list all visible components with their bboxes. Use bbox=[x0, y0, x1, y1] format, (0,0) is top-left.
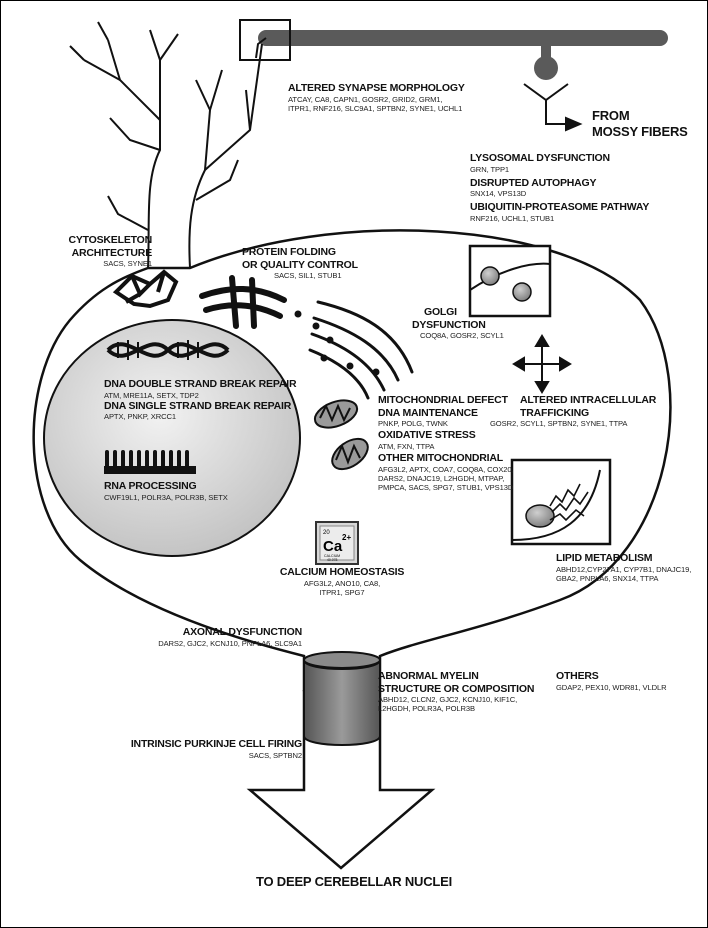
dsb-title: DNA DOUBLE STRAND BREAK REPAIR bbox=[104, 378, 297, 390]
mito-dna-line2: DNA MAINTENANCE bbox=[378, 406, 478, 419]
lysosomal-title: LYSOSOMAL DYSFUNCTION bbox=[470, 152, 610, 164]
calcium-element-tile: 20 Ca 2+ CALCIUM 40.078 bbox=[315, 521, 359, 565]
calcium-title: CALCIUM HOMEOSTASIS bbox=[279, 566, 405, 578]
rna-label: RNA PROCESSING CWF19L1, POLR3A, POLR3B, … bbox=[104, 480, 228, 502]
ca-tile-charge: 2+ bbox=[342, 533, 351, 542]
axonal-genes: DARS2, GJC2, KCNJ10, PNPLA6, SLC9A1 bbox=[158, 638, 302, 648]
axonal-title: AXONAL DYSFUNCTION bbox=[182, 626, 302, 638]
dsb-genes: ATM, MRE11A, SETX, TDP2 bbox=[104, 390, 199, 400]
folding-line1: PROTEIN FOLDING bbox=[242, 246, 336, 258]
ubiquitin-genes: RNF216, UCHL1, STUB1 bbox=[470, 214, 555, 223]
myelin-genes-1: ABHD12, CLCN2, GJC2, KCNJ10, KIF1C, bbox=[378, 695, 518, 705]
dendritic-tree bbox=[69, 21, 263, 269]
oxidative-title: OXIDATIVE STRESS bbox=[378, 429, 476, 442]
lysosome-box bbox=[468, 244, 552, 318]
rna-icon bbox=[104, 450, 196, 474]
ca-tile-symbol: Ca bbox=[323, 538, 343, 555]
golgi-line1: GOLGI bbox=[424, 306, 457, 318]
mito-dna-line1: MITOCHONDRIAL DEFECT bbox=[378, 394, 508, 406]
deep-nuclei-title: TO DEEP CEREBELLAR NUCLEI bbox=[255, 874, 453, 889]
others-label: OTHERS GDAP2, PEX10, WDR81, VLDLR bbox=[556, 670, 667, 692]
cytoskeleton-title: CYTOSKELETON ARCHITECTURE bbox=[68, 234, 152, 259]
mito-dna-genes: PNKP, POLG, TWNK bbox=[378, 419, 448, 429]
trafficking-arrows-icon bbox=[512, 334, 572, 394]
synapse-genes-1: ATCAY, CA8, CAPN1, GOSR2, GRID2, GRM1, bbox=[288, 94, 443, 104]
rna-title: RNA PROCESSING bbox=[104, 480, 197, 492]
lipid-label: LIPID METABOLISM ABHD12,CYP27A1, CYP7B1,… bbox=[556, 552, 691, 583]
autophagy-genes: SNX14, VPS13D bbox=[470, 189, 527, 199]
trafficking-label: ALTERED INTRACELLULAR TRAFFICKING GOSR2,… bbox=[490, 394, 656, 428]
autophagy-title: DISRUPTED AUTOPHAGY bbox=[470, 176, 597, 189]
lipid-title: LIPID METABOLISM bbox=[556, 552, 653, 564]
others-title: OTHERS bbox=[556, 670, 599, 682]
er-folding-icon bbox=[199, 275, 287, 329]
myelin-line2: STRUCTURE OR COMPOSITION bbox=[378, 682, 535, 695]
axonal-label: AXONAL DYSFUNCTION DARS2, GJC2, KCNJ10, … bbox=[140, 626, 302, 648]
dna-helix-icon bbox=[106, 342, 230, 358]
spine-icon bbox=[255, 37, 267, 59]
other-mito-genes-1: AFG3L2, APTX, COA7, COQ8A, COX20, bbox=[378, 464, 514, 474]
golgi-icon bbox=[308, 300, 414, 400]
other-mito-title: OTHER MITOCHONDRIAL bbox=[378, 452, 503, 464]
calcium-genes-2: ITPR1, SPG7 bbox=[319, 587, 365, 597]
ca-tile-number: 20 bbox=[323, 530, 330, 536]
purkinje-firing-label: INTRINSIC PURKINJE CELL FIRING SACS, SPT… bbox=[120, 738, 302, 760]
degradation-labels: LYSOSOMAL DYSFUNCTION GRN, TPP1 DISRUPTE… bbox=[470, 152, 649, 223]
mossy-fiber-terminal bbox=[523, 83, 583, 132]
mossy-line1: FROM bbox=[592, 108, 630, 123]
ssb-genes: APTX, PNKP, XRCC1 bbox=[104, 412, 177, 422]
trafficking-line2: TRAFFICKING bbox=[520, 406, 589, 419]
folding-line2: OR QUALITY CONTROL bbox=[242, 258, 358, 271]
myelin-sheath bbox=[303, 659, 381, 746]
calcium-label: CALCIUM HOMEOSTASIS AFG3L2, ANO10, CA8, … bbox=[262, 566, 422, 597]
mossy-line2: MOSSY FIBERS bbox=[592, 123, 688, 139]
nucleus bbox=[43, 319, 301, 557]
cytoskeleton-genes: SACS, SYNE1 bbox=[103, 259, 152, 269]
dna-repair-labels: DNA DOUBLE STRAND BREAK REPAIR ATM, MRE1… bbox=[104, 378, 297, 422]
purkinje-title: INTRINSIC PURKINJE CELL FIRING bbox=[130, 738, 302, 750]
trafficking-line1: ALTERED INTRACELLULAR bbox=[520, 394, 657, 406]
myelin-label: ABNORMAL MYELIN STRUCTURE OR COMPOSITION… bbox=[378, 670, 534, 713]
golgi-vesicles bbox=[294, 310, 380, 376]
synapse-genes-2: ITPR1, RNF216, SLC9A1, SPTBN2, SYNE1, UC… bbox=[288, 103, 463, 113]
purkinje-genes: SACS, SPTBN2 bbox=[248, 750, 302, 760]
cytoskeleton-label: CYTOSKELETON ARCHITECTURE SACS, SYNE1 bbox=[10, 234, 152, 268]
ca-tile-name: CALCIUM bbox=[324, 554, 340, 558]
ssb-title: DNA SINGLE STRAND BREAK REPAIR bbox=[104, 399, 292, 412]
ca-tile-mass: 40.078 bbox=[327, 558, 337, 562]
dna-rungs bbox=[117, 340, 199, 360]
mitochondrial-labels: MITOCHONDRIAL DEFECT DNA MAINTENANCE PNK… bbox=[378, 394, 514, 492]
other-mito-genes-3: PMPCA, SACS, SPG7, STUB1, VPS13D bbox=[378, 482, 514, 492]
others-genes: GDAP2, PEX10, WDR81, VLDLR bbox=[556, 682, 667, 692]
calcium-genes-1: AFG3L2, ANO10, CA8, bbox=[303, 578, 381, 588]
oxidative-genes: ATM, FXN, TTPA bbox=[378, 441, 435, 451]
mossy-fibers-label: FROM MOSSY FIBERS bbox=[592, 108, 688, 139]
golgi-label: GOLGI DYSFUNCTION COQ8A, GOSR2, SCYL1 bbox=[380, 306, 504, 340]
ubiquitin-title: UBIQUITIN-PROTEASOME PATHWAY bbox=[470, 201, 650, 214]
axon-arrow bbox=[246, 690, 436, 870]
myelin-line1: ABNORMAL MYELIN bbox=[378, 670, 479, 682]
lysosomal-genes: GRN, TPP1 bbox=[470, 164, 510, 174]
golgi-line2: DYSFUNCTION bbox=[412, 318, 486, 331]
folding-label: PROTEIN FOLDING OR QUALITY CONTROL SACS,… bbox=[242, 246, 358, 280]
myelin-genes-2: L2HGDH, POLR3A, POLR3B bbox=[378, 704, 475, 714]
cytoskeleton-icon bbox=[112, 269, 179, 309]
parallel-fiber bbox=[258, 30, 668, 80]
rna-genes: CWF19L1, POLR3A, POLR3B, SETX bbox=[104, 492, 228, 502]
other-mito-genes-2: DARS2, DNAJC19, L2HGDH, MTPAP, bbox=[378, 473, 505, 483]
trafficking-genes: GOSR2, SCYL1, SPTBN2, SYNE1, TTPA bbox=[490, 419, 628, 429]
lipid-genes-2: GBA2, PNPLA6, SNX14, TTPA bbox=[556, 573, 659, 583]
synapse-title: ALTERED SYNAPSE MORPHOLOGY bbox=[288, 82, 465, 94]
folding-genes: SACS, SIL1, STUB1 bbox=[274, 271, 342, 281]
golgi-genes: COQ8A, GOSR2, SCYL1 bbox=[420, 331, 504, 341]
deep-nuclei-label: TO DEEP CEREBELLAR NUCLEI bbox=[0, 874, 708, 890]
synapse-box bbox=[239, 19, 291, 61]
lipid-box bbox=[510, 458, 612, 546]
mitochondria-icon bbox=[313, 399, 369, 471]
lipid-genes-1: ABHD12,CYP27A1, CYP7B1, DNAJC19, bbox=[556, 564, 692, 574]
synapse-label: ALTERED SYNAPSE MORPHOLOGY ATCAY, CA8, C… bbox=[288, 82, 465, 113]
